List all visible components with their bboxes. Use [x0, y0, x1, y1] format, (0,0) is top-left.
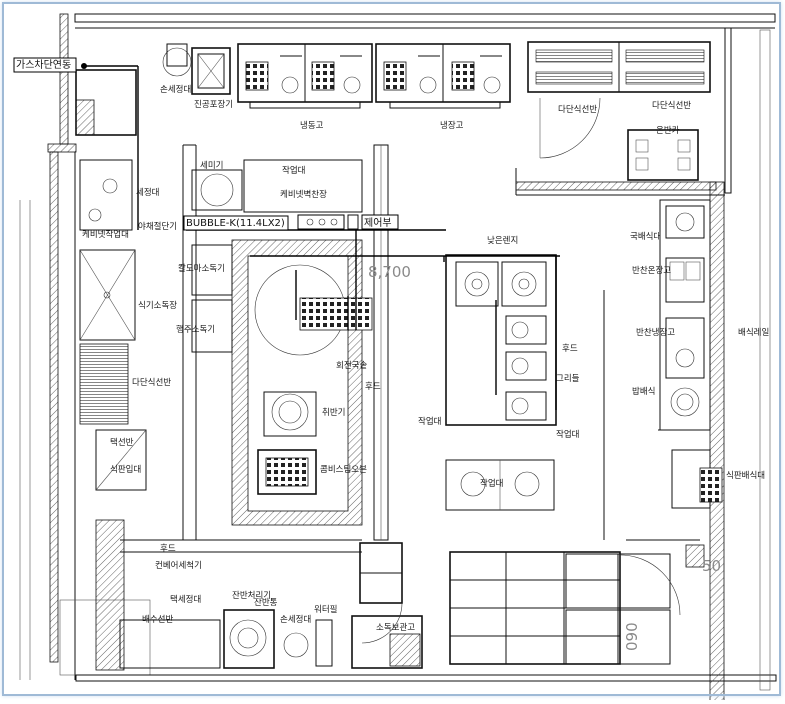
- label-conveyor-washer: 컨베어세척기: [155, 560, 202, 571]
- label-rice-serving: 밥배식: [632, 387, 655, 397]
- label-small-dishwasher: 세미기: [200, 161, 223, 171]
- label-side-warmer: 반찬온장고: [632, 265, 671, 276]
- hand-sink-top: 손세정대: [160, 43, 192, 95]
- label-soup-serving: 국배식대: [630, 232, 661, 242]
- label-leftover-processor: 잔반처리기: [232, 590, 271, 601]
- label-multi-shelf-top-2: 다단식선반: [652, 100, 691, 111]
- label-multi-shelf-left: 다단식선반: [132, 377, 171, 388]
- label-hood-right: 후드: [562, 344, 578, 354]
- gas-shutoff-callout: [13, 57, 77, 73]
- label-rice-warmer: 취반기: [322, 407, 345, 418]
- label-freezer: 냉동고: [300, 120, 324, 131]
- control-callout-label: 제어부: [364, 217, 392, 229]
- label-multi-shelf-top-1: 다단식선반: [558, 104, 597, 115]
- left-prep-area: 세정대 야채절단기 케비넷작업대 식기소독장 다단식선반 택선반 식판입대: [79, 159, 177, 491]
- label-wash-table-bottom: 택세정대: [170, 594, 201, 605]
- label-utensil-serving: 식판배식대: [726, 471, 765, 481]
- label-hood-bottom: 후드: [160, 544, 176, 554]
- label-hood-center: 후드: [365, 382, 381, 392]
- central-column: [373, 144, 389, 541]
- dimension-bottom: 090: [623, 622, 641, 651]
- fridge-unit: 냉장고: [375, 43, 511, 131]
- dimension-right: 50: [702, 557, 721, 575]
- label-leftover-bin: 잔반통: [254, 597, 278, 608]
- label-tray-table: 식판입대: [110, 465, 141, 475]
- gas-shutoff-label: 가스차단연동: [16, 59, 71, 71]
- freezer-unit: 냉동고: [237, 43, 373, 131]
- bubble-callout-label: BUBBLE-K(11.4LX2): [186, 218, 285, 229]
- label-work-table-mid: 작업대: [418, 416, 441, 427]
- label-low-range: 낮은렌지: [487, 235, 518, 246]
- label-cabinet-table: 케비넷작업대: [82, 229, 129, 240]
- label-vacuum-packer: 진공포장기: [194, 99, 233, 110]
- label-water-heater: 워터필: [314, 604, 337, 615]
- vacuum-packer: 진공포장기: [191, 47, 233, 110]
- label-griddle: 그리들: [556, 374, 580, 384]
- storage-racks: 090: [449, 551, 681, 665]
- gas-shutoff-unit: 가스차단연동: [13, 57, 139, 230]
- label-work-table-top: 작업대: [282, 165, 305, 176]
- work-table-top: 작업대 케비넷벽찬장: [243, 159, 363, 213]
- label-cutting-sterilizer: 행주소독기: [176, 324, 215, 335]
- label-griddle-table: 작업대: [480, 478, 503, 489]
- label-hand-sink-top: 손세정대: [160, 84, 191, 95]
- label-knife-sterilizer: 칼도마소독기: [178, 264, 225, 274]
- label-receiving-table: 택선반: [110, 437, 134, 448]
- dish-area: 후드 컨베어세척기 택세정대 배수선반 잔반처리기 잔반통 손세정대 워터필 소…: [95, 519, 423, 671]
- label-fridge: 냉장고: [440, 120, 464, 131]
- label-hand-sink-bottom: 손세정대: [280, 614, 311, 625]
- label-food-sterilizer: 식기소독장: [138, 300, 177, 311]
- outer-walls: [19, 13, 777, 703]
- multi-shelf-top: 다단식선반 다단식선반: [527, 41, 711, 159]
- label-serving-rail: 배식레일: [738, 328, 769, 338]
- label-wash-table-left: 세정대: [136, 187, 159, 198]
- label-side-cooler: 반찬냉장고: [636, 327, 675, 338]
- gas-piping: [186, 229, 560, 410]
- label-veg-cutter: 야채절단기: [138, 221, 177, 232]
- dimension-8700: 8,700: [368, 263, 411, 281]
- bubble-callout: BUBBLE-K(11.4LX2) 제어부: [183, 214, 399, 231]
- label-cauldron: 회전국솥: [336, 360, 367, 371]
- label-sterilizer-cabinet: 소독보관고: [376, 622, 415, 633]
- cooking-island: 회전국솥 취반기 콤비스팀오븐 후드: [231, 239, 381, 526]
- label-work-table-right: 작업대: [556, 429, 579, 440]
- serving-line: 국배식대 반찬온장고 반찬냉장고 배식레일 밥배식 식판배식대 50: [603, 199, 769, 575]
- label-cabinet-shelf: 케비넷벽찬장: [280, 189, 327, 200]
- rice-cart: 온반카: [515, 125, 725, 196]
- label-combi-oven: 콤비스팀오븐: [320, 464, 367, 475]
